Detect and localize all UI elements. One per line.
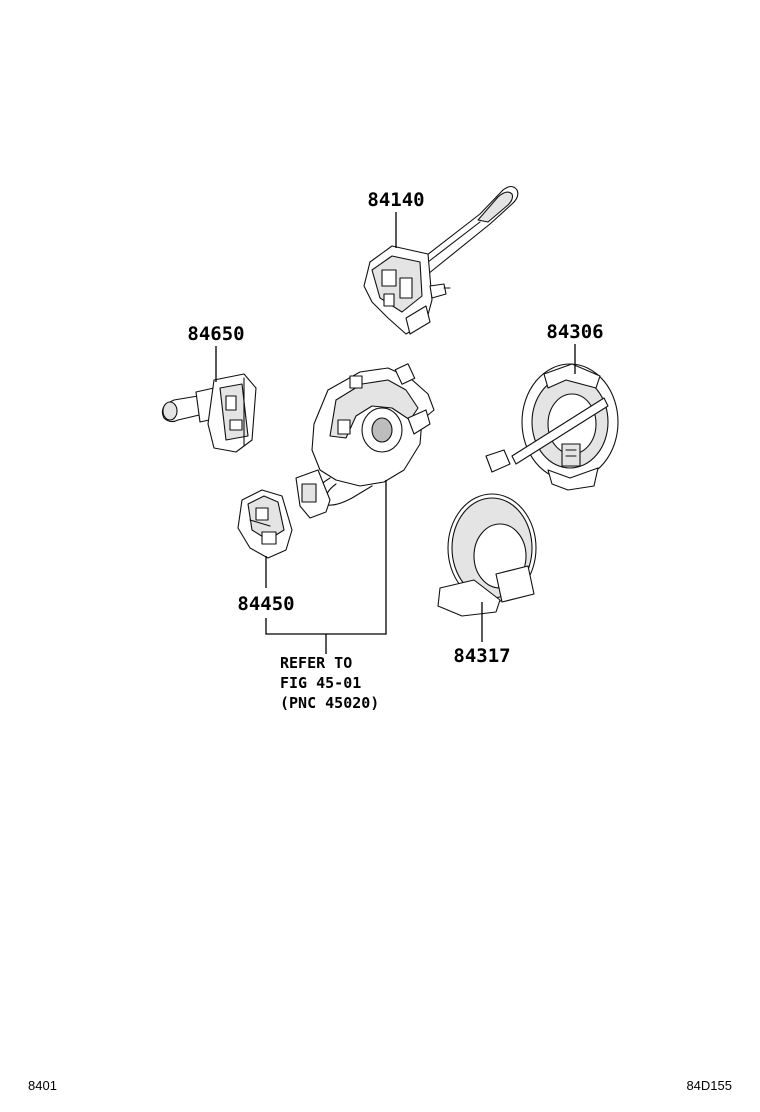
part-number-84140: 84140 bbox=[367, 189, 424, 211]
part-number-84650: 84650 bbox=[187, 323, 244, 345]
part-steering-column-housing bbox=[295, 363, 435, 519]
part-number-84317: 84317 bbox=[453, 645, 510, 667]
part-number-84306: 84306 bbox=[546, 321, 603, 343]
reference-line-1: REFER TO bbox=[280, 654, 352, 672]
part-84450-switch bbox=[237, 489, 293, 559]
part-84317-sensor-ring bbox=[437, 493, 537, 617]
footer-right-code: 84D155 bbox=[686, 1078, 732, 1093]
part-84306-spiral-cable bbox=[485, 363, 619, 491]
part-number-84450: 84450 bbox=[237, 593, 294, 615]
reference-line-2: FIG 45-01 bbox=[280, 674, 361, 692]
footer-left-code: 8401 bbox=[28, 1078, 57, 1093]
part-84650-light-switch bbox=[161, 373, 257, 453]
reference-line-3: (PNC 45020) bbox=[280, 694, 379, 712]
leader-lines bbox=[215, 212, 576, 654]
part-84140-lever-switch bbox=[363, 185, 519, 335]
